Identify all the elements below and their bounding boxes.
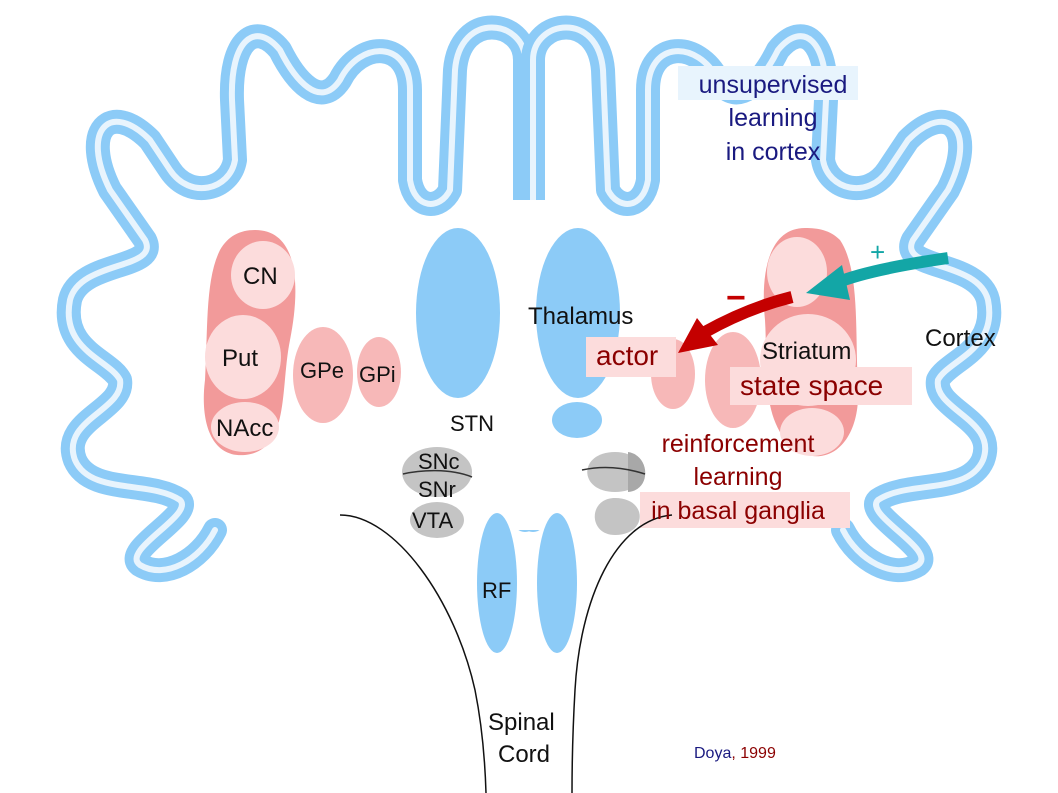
citation-year: , 1999 <box>731 745 776 762</box>
cn-nucleus <box>231 241 295 309</box>
cortex-annotation-line3: in cortex <box>726 138 821 166</box>
gpi-nucleus <box>357 337 401 407</box>
right-hemisphere-cortex <box>521 15 1002 582</box>
snr-label: SNr <box>418 477 456 502</box>
cortex-annotation-bg <box>678 66 858 100</box>
spinal-cord-outline-right <box>571 514 673 793</box>
sn-left <box>402 447 472 497</box>
left-hemisphere-cortex <box>56 15 537 582</box>
left-striatum <box>203 230 296 456</box>
vta-left <box>410 502 464 538</box>
cortex-to-striatum-arrow <box>806 252 949 300</box>
cord-label: Cord <box>498 741 550 768</box>
stn-right <box>552 402 602 438</box>
rf-left <box>477 513 517 653</box>
striatum-label: Striatum <box>762 338 851 365</box>
bg-annotation-line3: in basal ganglia <box>651 497 825 525</box>
cortex-label: Cortex <box>925 325 996 352</box>
cortex-annotation-line1: unsupervised <box>699 71 848 99</box>
thalamus-left <box>416 228 500 398</box>
gpe-label: GPe <box>300 358 344 383</box>
vta-right <box>594 498 640 535</box>
citation-author: Doya <box>694 745 731 762</box>
plus-sign: + <box>870 237 885 267</box>
stn-label: STN <box>450 411 494 436</box>
cn-label: CN <box>243 263 278 290</box>
put-nucleus <box>205 315 281 399</box>
gpe-nucleus <box>293 327 353 423</box>
gpi-label: GPi <box>359 362 396 387</box>
cortex-annotation-line2: learning <box>729 104 818 132</box>
rf-right <box>537 513 577 653</box>
bg-annotation-line2: learning <box>694 463 783 491</box>
put-label: Put <box>222 345 258 372</box>
vta-label: VTA <box>412 508 453 533</box>
rf-label: RF <box>482 578 511 603</box>
actor-label: actor <box>596 340 658 371</box>
striatum-to-gp-arrow <box>678 291 794 353</box>
bg-annotation-line1: reinforcement <box>662 430 815 458</box>
citation: Doya, 1999 <box>694 745 776 762</box>
spinal-cord-outline-left <box>339 514 487 793</box>
minus-sign: − <box>726 279 746 317</box>
nacc-label: NAcc <box>216 415 273 442</box>
spinal-label: Spinal <box>488 709 555 736</box>
thalamus-label: Thalamus <box>528 303 633 330</box>
actor-label-bg <box>586 337 676 377</box>
state-space-label: state space <box>740 370 883 401</box>
state-space-label-bg <box>730 367 912 405</box>
snc-label: SNc <box>418 449 460 474</box>
bg-annotation-bg <box>640 492 850 528</box>
nacc-nucleus <box>211 402 279 452</box>
